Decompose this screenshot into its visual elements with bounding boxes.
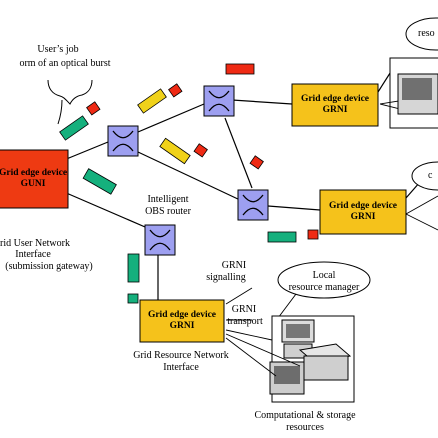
local-rm-1: Local [312, 270, 336, 281]
optical-burst-icon [225, 63, 255, 75]
resource-manager-ellipse-middle [411, 161, 438, 191]
comp-2: resources [286, 422, 324, 433]
router-label-2: OBS router [145, 206, 191, 217]
link-guni-r1 [63, 141, 109, 161]
grni-bottom-label: Grid edge device GRNI [140, 300, 224, 342]
grni-transport-2: transport [227, 316, 263, 327]
optical-burst-icon [127, 253, 140, 283]
local-rm-2: resource manager [288, 282, 360, 293]
optical-burst-icon [137, 88, 167, 114]
optical-burst-icon [127, 293, 139, 304]
grni-bottom-title: Grid edge device [147, 310, 217, 320]
optical-burst-icon [307, 229, 319, 240]
grni-signalling-1: GRNI [221, 260, 247, 271]
optical-switch-icon [107, 125, 139, 157]
link-r1-r3 [137, 151, 241, 201]
grni-top-name: GRNI [322, 105, 348, 115]
link-r1-r2 [137, 103, 205, 133]
grni-bottom-name: GRNI [169, 321, 195, 331]
users-job-arrow [57, 99, 63, 125]
guni-name: GUNI [20, 179, 46, 189]
grni-middle-name: GRNI [350, 212, 376, 222]
grni-signalling-line [225, 287, 253, 305]
link-r2-grni1 [231, 99, 293, 105]
optical-bursts [59, 63, 319, 304]
guni-label: Grid edge device GUNI [0, 150, 68, 208]
router-label-1: Intelligent [147, 194, 189, 205]
optical-burst-icon [168, 83, 183, 98]
grni-middle-label: Grid edge device GRNI [320, 190, 406, 234]
computer-icon [281, 319, 315, 359]
grni-box-bottom [139, 299, 225, 343]
guni-desc-3: (submission gateway) [5, 261, 93, 272]
computer-icon [298, 343, 352, 381]
optical-burst-icon [267, 231, 297, 243]
grni-desc-2: Interface [163, 362, 199, 373]
optical-switch-icon [237, 189, 269, 221]
users-job-label-2: orm of an optical burst [19, 58, 111, 69]
optical-burst-icon [82, 168, 117, 195]
optical-burst-icon [249, 155, 264, 170]
comp-1: Computational & storage [254, 410, 356, 421]
users-job-label-1: User’s job [37, 44, 79, 55]
users-job-brace [47, 79, 93, 105]
link-r3-grni2 [267, 205, 321, 211]
guni-title: Grid edge device [0, 168, 68, 178]
resource-manager-ellipse-top [405, 17, 438, 51]
guni-box [0, 149, 69, 209]
optical-switch-icon [144, 224, 176, 256]
optical-switch-icon [203, 85, 235, 117]
link-r2-r3 [224, 117, 253, 189]
grni-middle-title: Grid edge device [328, 201, 398, 211]
grni-desc-1: Grid Resource Network [133, 350, 229, 361]
grni-top-label: Grid edge device GRNI [292, 84, 378, 126]
grni-transport-1: GRNI [231, 304, 257, 315]
computer-icon [269, 361, 305, 395]
optical-burst-icon [59, 115, 89, 141]
fiber-links [63, 69, 421, 300]
optical-burst-icon [193, 143, 208, 158]
grni-top-title: Grid edge device [300, 94, 370, 104]
optical-burst-icon [159, 137, 191, 165]
mid-right-fragment: c [428, 170, 433, 181]
top-right-fragment: reso [418, 28, 435, 39]
grni-box-middle [319, 189, 407, 235]
optical-burst-icon [86, 101, 101, 116]
grni-box-top [291, 83, 379, 127]
local-resource-manager-ellipse [277, 261, 371, 299]
grni-signalling-2: signalling [206, 272, 246, 283]
guni-desc-1: rid User Network [0, 238, 70, 249]
link-guni-r4 [63, 191, 153, 231]
guni-desc-2: Interface [15, 249, 51, 260]
computer-icon [397, 73, 438, 115]
